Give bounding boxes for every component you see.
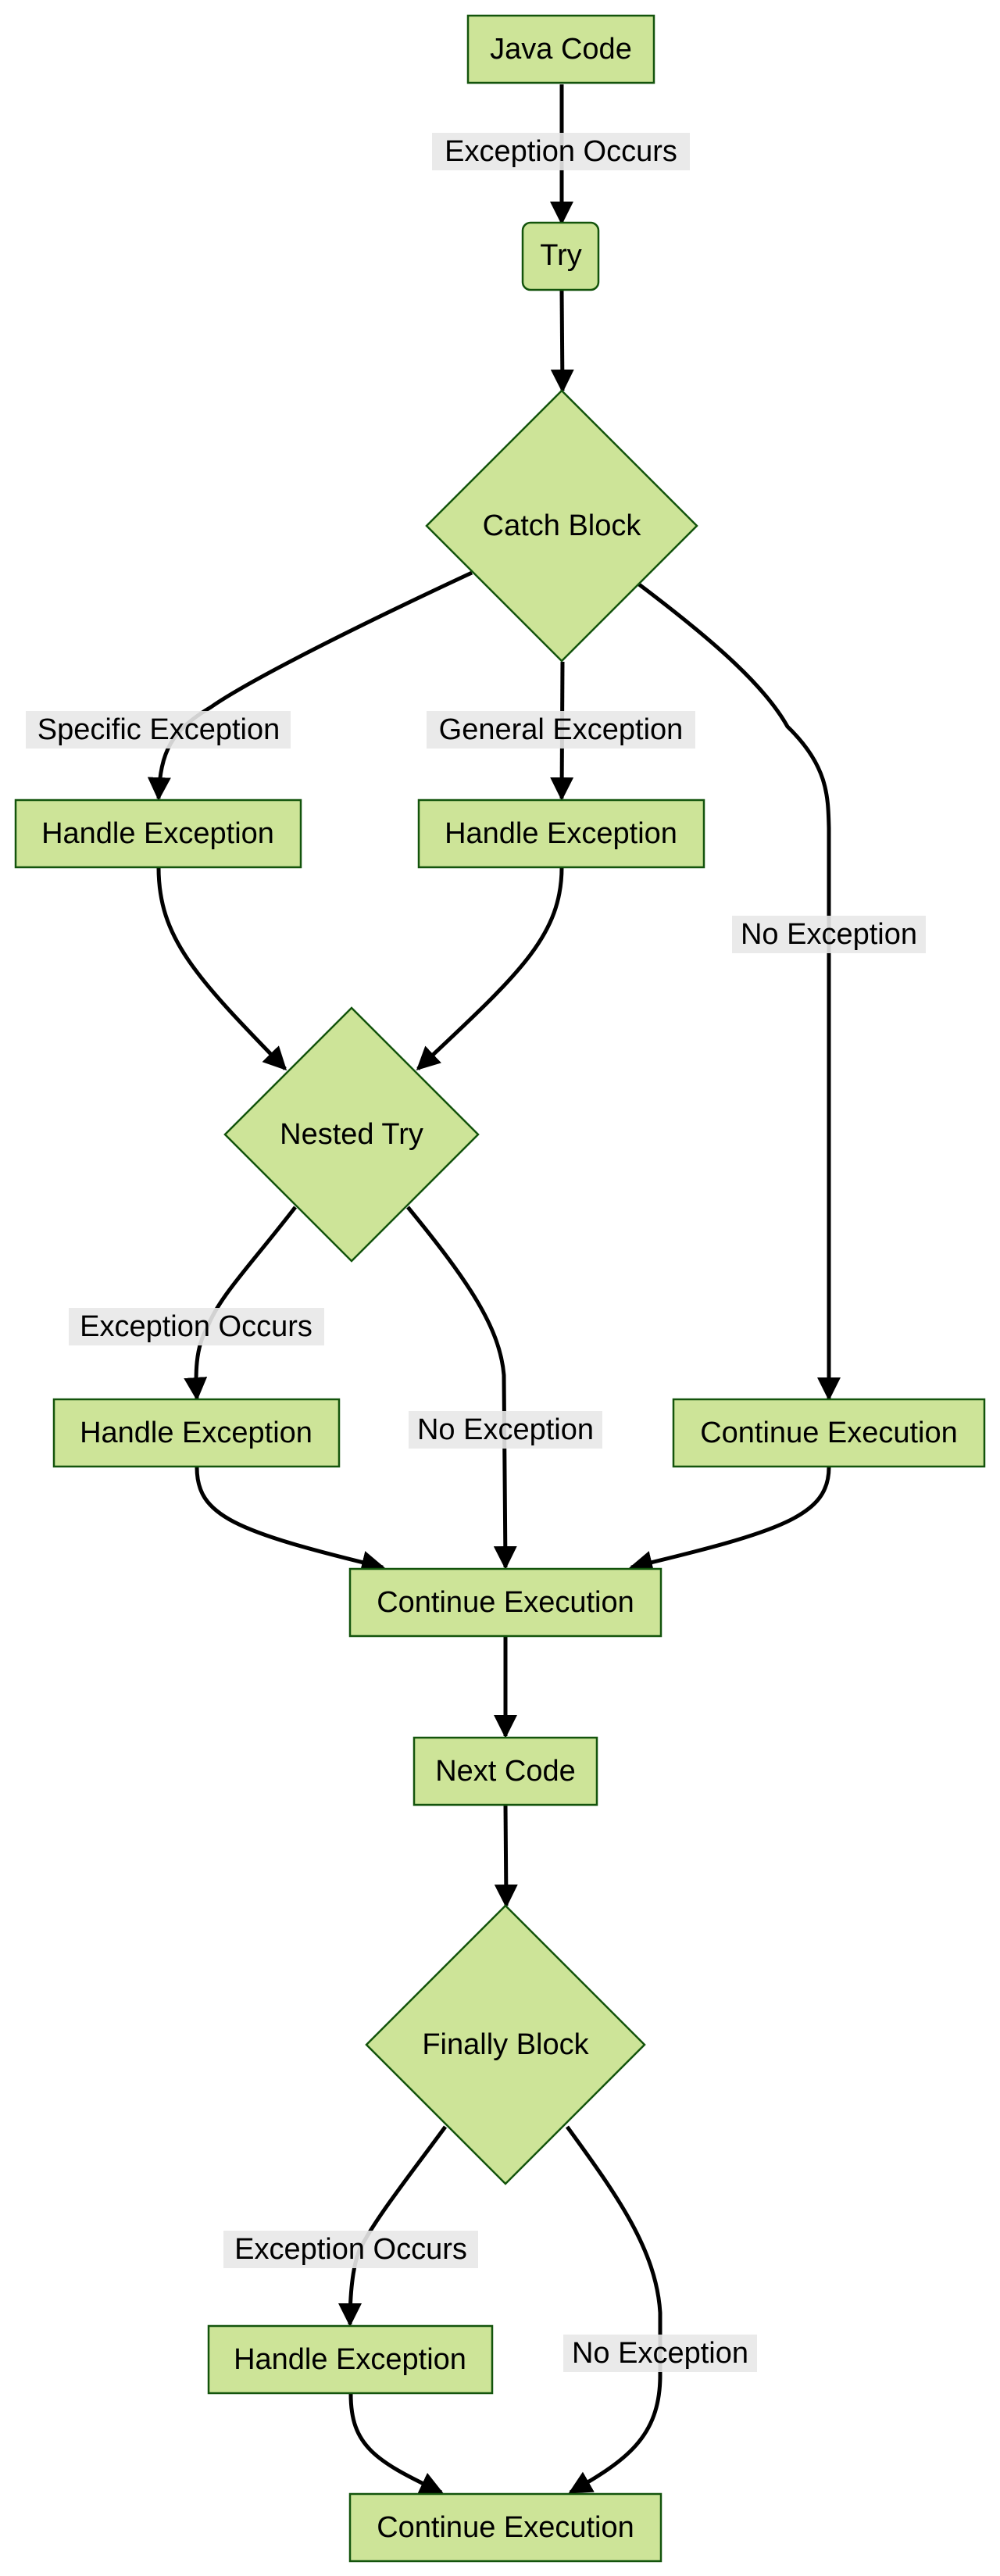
edge-label-general-exception: General Exception: [427, 711, 695, 749]
svg-text:No Exception: No Exception: [572, 2337, 748, 2370]
node-try[interactable]: Try: [521, 221, 600, 291]
edge-handle-specific-to-nested-try: [156, 866, 288, 1071]
node-nested-try[interactable]: Nested Try: [223, 1006, 480, 1263]
node-handle-exception-nested-label: Handle Exception: [80, 1417, 312, 1449]
node-continue-execution-final-label: Continue Execution: [377, 2511, 634, 2544]
node-handle-exception-finally[interactable]: Handle Exception: [207, 2324, 494, 2395]
node-handle-exception-nested[interactable]: Handle Exception: [52, 1398, 341, 1468]
node-continue-execution-no-exception-label: Continue Execution: [700, 1417, 958, 1449]
node-handle-exception-specific[interactable]: Handle Exception: [14, 799, 302, 869]
svg-text:Exception Occurs: Exception Occurs: [234, 2233, 467, 2266]
node-continue-execution-main[interactable]: Continue Execution: [348, 1567, 662, 1638]
node-catch-block[interactable]: Catch Block: [425, 389, 698, 663]
edge-nested-try-to-continue-main: [406, 1206, 517, 1570]
node-continue-execution-final[interactable]: Continue Execution: [348, 2492, 662, 2563]
nodes: Java Code Try Catch Block Handle Excepti…: [14, 14, 986, 2563]
edge-label-no-exception-finally: No Exception: [563, 2335, 757, 2372]
node-nested-try-label: Nested Try: [280, 1118, 423, 1151]
edge-catch-to-continue-no-exception: [638, 583, 841, 1401]
node-next-code[interactable]: Next Code: [412, 1736, 598, 1806]
node-java-code-label: Java Code: [490, 33, 632, 66]
edge-finally-to-handle-finally: [338, 2125, 448, 2327]
edge-label-no-exception-catch: No Exception: [732, 916, 926, 953]
edge-label-specific-exception: Specific Exception: [26, 711, 291, 749]
edge-nested-try-to-handle-nested: [184, 1206, 297, 1401]
edge-continue-no-exception-to-continue-main: [629, 1467, 831, 1574]
node-catch-block-label: Catch Block: [483, 509, 642, 542]
svg-text:Specific Exception: Specific Exception: [38, 713, 280, 746]
node-next-code-label: Next Code: [435, 1755, 576, 1788]
svg-text:Exception Occurs: Exception Occurs: [80, 1310, 312, 1343]
edge-labels: Exception Occurs Specific Exception Gene…: [26, 133, 926, 2372]
edge-label-exception-occurs-finally: Exception Occurs: [223, 2231, 478, 2268]
node-continue-execution-main-label: Continue Execution: [377, 1586, 634, 1619]
node-try-label: Try: [540, 239, 581, 272]
node-java-code[interactable]: Java Code: [466, 14, 655, 84]
node-handle-exception-general-label: Handle Exception: [445, 817, 677, 850]
svg-text:General Exception: General Exception: [439, 713, 684, 746]
edge-label-exception-occurs-top: Exception Occurs: [432, 133, 690, 170]
node-handle-exception-finally-label: Handle Exception: [234, 2343, 466, 2376]
node-finally-block-label: Finally Block: [422, 2028, 589, 2061]
edge-handle-general-to-nested-try: [416, 866, 564, 1071]
edge-label-exception-occurs-nested: Exception Occurs: [69, 1308, 324, 1345]
node-finally-block[interactable]: Finally Block: [365, 1904, 646, 2185]
edge-catch-to-handle-specific: [147, 570, 473, 801]
svg-text:No Exception: No Exception: [417, 1413, 594, 1446]
edge-label-no-exception-nested: No Exception: [409, 1411, 602, 1449]
node-handle-exception-general[interactable]: Handle Exception: [417, 799, 705, 869]
edge-handle-finally-to-continue-final: [348, 2393, 444, 2495]
edge-next-code-to-finally-block: [494, 1804, 518, 1908]
edge-handle-nested-to-continue-main: [195, 1467, 385, 1574]
node-handle-exception-specific-label: Handle Exception: [41, 817, 274, 850]
svg-text:No Exception: No Exception: [741, 918, 917, 951]
svg-text:Exception Occurs: Exception Occurs: [445, 135, 677, 168]
node-continue-execution-no-exception[interactable]: Continue Execution: [672, 1398, 986, 1468]
edge-finally-to-continue-final: [565, 2125, 662, 2495]
